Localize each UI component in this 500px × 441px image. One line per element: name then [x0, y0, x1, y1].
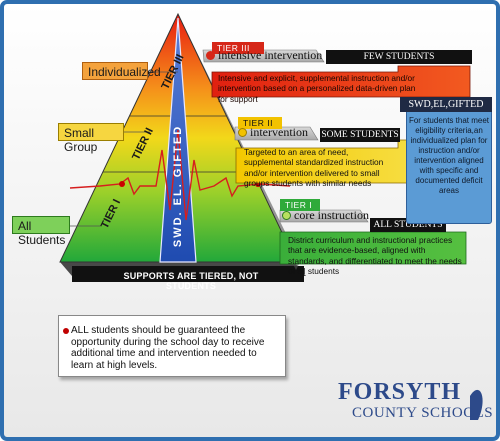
tier1-description: District curriculum and instructional pr…	[288, 235, 462, 277]
tier1-banner-bg	[279, 209, 369, 223]
swd-el-gifted-panel	[406, 102, 492, 224]
tier2-who: SOME STUDENTS	[320, 128, 400, 142]
swd-el-gifted-text: For students that meet eligibility crite…	[408, 116, 490, 195]
guarantee-note: ALL students should be guaranteed the op…	[58, 315, 286, 377]
logo-forsyth: FORSYTH	[338, 379, 462, 405]
swd-el-gifted-title: SWD,EL,GIFTED	[400, 97, 492, 112]
tier3-bullet-icon	[206, 51, 215, 60]
tier3-description: Intensive and explicit, supplemental ins…	[218, 73, 416, 104]
level-tag-individualized: Individualized	[82, 62, 161, 80]
tier3-panel	[211, 65, 471, 98]
note-bullet-icon	[63, 328, 69, 334]
tier2-banner-text: intervention	[250, 125, 308, 139]
logo-mark	[470, 389, 483, 420]
pulse-dot-left	[119, 181, 125, 187]
level-tag-small-group: Small Group	[58, 123, 124, 154]
tier2-banner: intervention	[236, 125, 316, 141]
tier2-banner-bg	[234, 126, 319, 141]
tier1-banner-text: core instruction	[294, 208, 369, 222]
guarantee-note-text: ALL students should be guaranteed the op…	[71, 325, 265, 371]
pyramid-base-banner: SUPPORTS ARE TIERED, NOT STUDENTS	[123, 271, 259, 291]
tier3-banner: intensive intervention	[204, 48, 324, 64]
center-stripe-label: SWD. EL. GIFTED	[172, 124, 184, 248]
tier3-who: FEW STUDENTS	[326, 50, 472, 64]
tier1-panel	[279, 231, 467, 265]
level-tag-all-students: All Students	[12, 216, 70, 247]
tier2-description: Targeted to an area of need, supplementa…	[244, 147, 384, 189]
pulse-line	[69, 129, 291, 221]
tier2-tab: TIER II	[238, 117, 282, 129]
tier1-bullet-icon	[282, 211, 291, 220]
tier1-tab: TIER I	[280, 199, 320, 211]
pyramid-base-band	[72, 266, 304, 282]
tier3-banner-text: intensive intervention	[218, 48, 323, 62]
tier3-tab: TIER III	[212, 42, 264, 54]
logo-county-schools: COUNTY SCHOOLS	[352, 405, 494, 421]
tier1-banner: core instruction	[280, 208, 370, 224]
tier2-bullet-icon	[238, 128, 247, 137]
